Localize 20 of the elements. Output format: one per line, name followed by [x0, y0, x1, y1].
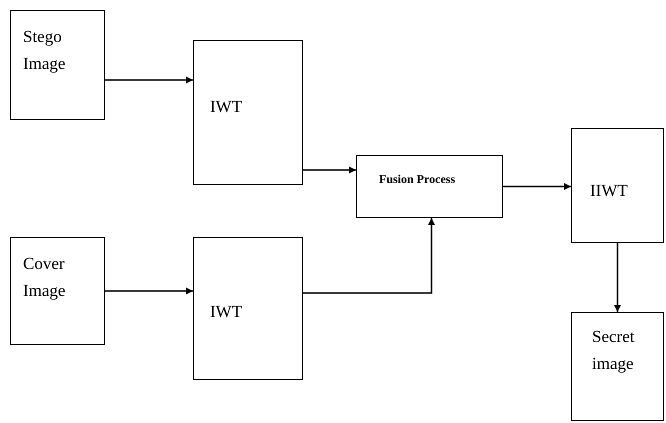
process-box [356, 155, 503, 218]
arrow [105, 76, 193, 84]
process-box [571, 312, 664, 421]
process-box [10, 10, 105, 120]
box-label: Cover Image [23, 253, 66, 302]
process-box [10, 237, 105, 345]
box-label: IWT [210, 96, 244, 118]
process-box [193, 237, 303, 380]
arrow [303, 218, 435, 294]
arrow [105, 288, 193, 294]
box-label: Fusion Process [379, 171, 456, 188]
arrow [614, 243, 621, 312]
arrow [303, 166, 356, 174]
box-label: IIWT [590, 180, 629, 202]
box-label: Stego Image [23, 26, 66, 76]
process-box [193, 40, 303, 185]
process-box [571, 128, 664, 243]
box-label: IWT [210, 301, 244, 323]
arrow [503, 183, 571, 190]
box-label: Secret image [592, 326, 636, 376]
